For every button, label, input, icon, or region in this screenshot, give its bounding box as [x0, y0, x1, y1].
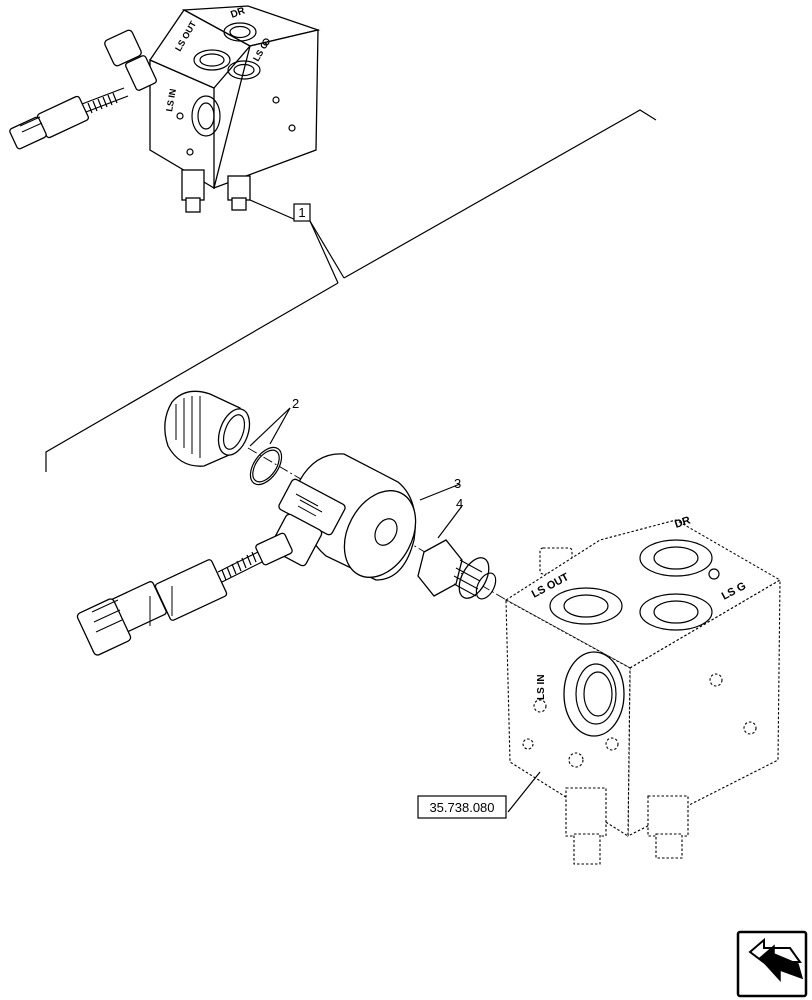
item-4-label: 4 [456, 496, 463, 511]
reference-label: 35.738.080 [429, 800, 494, 815]
item-1-label: 1 [298, 205, 305, 220]
bottom-port-label-ls-in: LS IN [536, 674, 547, 700]
coil-cable-and-connector [76, 532, 293, 656]
top-bottom-fittings [181, 169, 251, 213]
arrow-nav-icon[interactable] [736, 930, 808, 998]
reference-box [417, 795, 507, 819]
item-1-box [293, 203, 311, 222]
top-valve-block: DR LS OUT LS G LS IN [149, 5, 321, 190]
bottom-port-label-dr: DR [673, 515, 692, 531]
top-valve-assembly: DR LS OUT LS G LS IN [9, 5, 321, 213]
item-3-label: 3 [454, 476, 461, 491]
top-solenoid-cartridge [9, 29, 157, 150]
item-3-solenoid-coil: 3 [269, 453, 461, 581]
top-port-label-ls-in: LS IN [164, 88, 178, 112]
top-port-label-dr: DR [229, 5, 247, 21]
reference-callout: 35.738.080 [417, 771, 541, 819]
assembly-bracket [45, 109, 657, 472]
item-2-cap-and-o-ring: 2 [164, 390, 299, 486]
item-1-callout: 1 [249, 199, 345, 284]
reference-valve-block: DR LS OUT LS G LS IN [504, 515, 782, 865]
item-4-fitting: 4 [417, 496, 497, 600]
item-2-label: 2 [292, 396, 299, 411]
